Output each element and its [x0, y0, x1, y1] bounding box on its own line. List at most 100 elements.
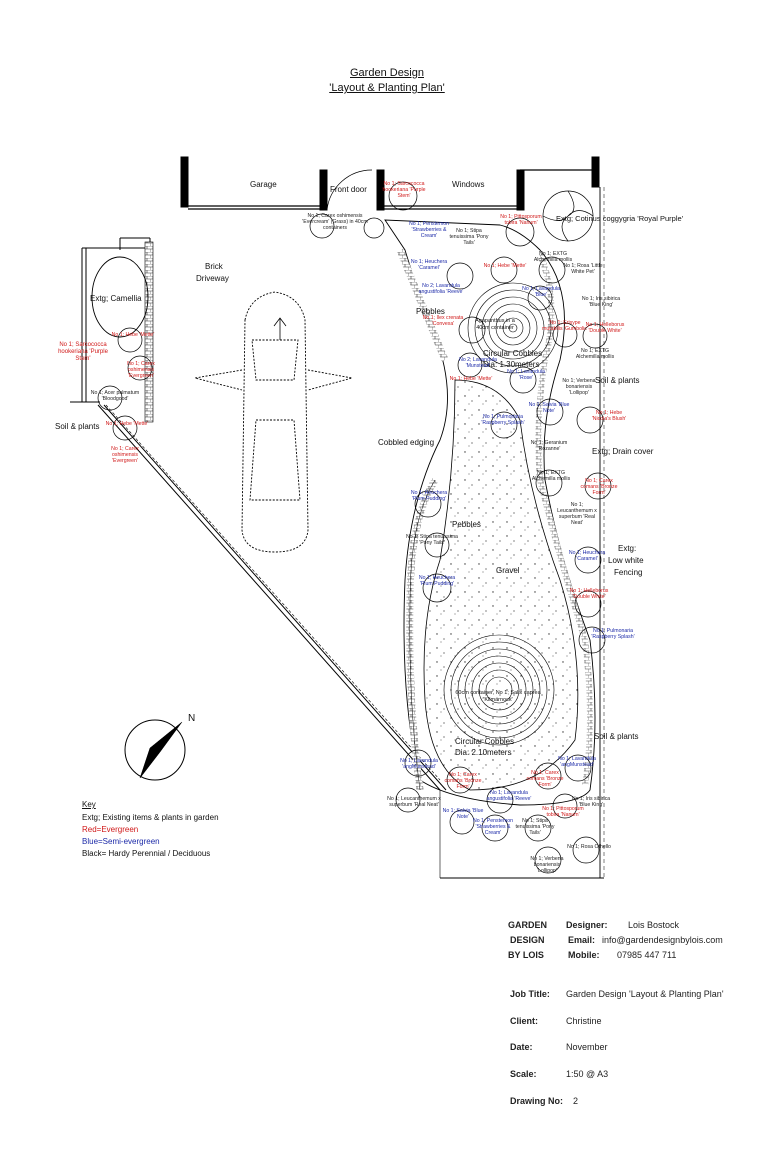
circular-cobbles-top: [467, 282, 559, 374]
plant-label-p42: No 1; Lavandula 'angMunstead': [558, 756, 596, 769]
client-value: Christine: [566, 1016, 602, 1026]
driveway-label: Driveway: [196, 274, 229, 283]
key-perennial: Black= Hardy Perennial / Deciduous: [82, 849, 211, 858]
car-outline: [194, 291, 353, 553]
plant-label-p24: No 1; Geranium 'Rozanne': [530, 440, 568, 453]
date-value: November: [566, 1042, 608, 1052]
email-label: Email:: [568, 935, 596, 945]
plant-label-p5: No 1; Pittosporum tobira 'Nanum': [500, 214, 542, 227]
plant-label-p43: No 1; Carex comans 'Bronze Form': [526, 770, 564, 789]
date-label: Date:: [510, 1042, 533, 1052]
cotinus-shape: [542, 190, 594, 242]
plant-label-p21: No 1; Salvia 'Blue Note': [528, 402, 570, 415]
plant-label-p8: No 1; EXTG Alchemilla mollis: [533, 251, 573, 264]
plant-label-p19: No 1; Lavandula 'Rose': [507, 369, 545, 382]
cobbled-edging-label: Cobbled edging: [378, 438, 435, 447]
fencing-label-3: Fencing: [614, 568, 643, 577]
plant-label-p28: No 1; Heuchera 'Plum Pudding': [410, 490, 448, 503]
circular-cobbles-bottom-label: Circular Cobbles: [455, 737, 515, 746]
brick-label: Brick: [205, 262, 223, 271]
plant-label-p2: No 1; Carex oshimensis 'Evercream' (Gras…: [302, 213, 368, 232]
client-label: Client:: [510, 1016, 538, 1026]
front-door-label: Front door: [330, 185, 367, 194]
camellia-shape: [91, 256, 149, 338]
plant-label-p38: No 1; Hebe 'Mette': [105, 421, 149, 427]
circular-cobbles-top-diameter: Dia: 1.30meters: [483, 360, 540, 369]
plant-label-p50: No 1; Stipa tenuissima 'Pony Tails': [515, 818, 555, 837]
scale-value: 1:50 @ A3: [566, 1069, 609, 1079]
car-direction-arrow: [273, 317, 287, 340]
plant-label-p7: No 1; Hebe 'Mette': [483, 263, 527, 269]
brand-line-3: BY LOIS: [508, 950, 544, 960]
soil-plants-left-label: Soil & plants: [55, 422, 100, 431]
garage-label: Garage: [250, 180, 277, 189]
plant-label-p40: No 1; Lavandula 'angMunstead': [400, 758, 438, 771]
job-title-label: Job Title:: [510, 989, 550, 999]
plant-label-p10: No 2; Lavandula angustifolia 'Reeve': [418, 283, 464, 296]
plant-label-p44: No 1; Iris sibirica 'Blue King': [571, 796, 611, 809]
north-arrow-graphic: [124, 719, 186, 781]
scale-label: Scale:: [510, 1069, 537, 1079]
plant-label-p13: No 1; Ilex crenata 'Convexa': [422, 315, 464, 328]
plant-label-p6: No 1; Heuchera 'Caramel': [410, 259, 448, 272]
plant-label-p11: No 1; Lavandula 'Blue': [522, 286, 560, 299]
drawing-no-value: 2: [573, 1096, 579, 1106]
drawing-no-label: Drawing No:: [510, 1096, 563, 1106]
pebbles-top-label: Pebbles: [416, 307, 445, 316]
plant-label-p15: No 1; Helleborus 'Double White': [585, 322, 625, 335]
mobile-label: Mobile:: [568, 950, 600, 960]
plant-label-p16: No 2; Lavandula 'Munstead': [459, 357, 497, 370]
plant-label-p3: No 1; Penstemon 'Strawberries & Cream': [408, 221, 450, 240]
soil-plants-right-bottom-label: Soil & plants: [594, 732, 639, 741]
designer-label: Designer:: [566, 920, 608, 930]
plant-label-p1: No 1; Sarcococca hookeriana 'Purple Stem…: [382, 181, 426, 200]
plant-label-p18: No 1; Hebe 'Mette': [449, 376, 493, 382]
drain-cover-label: Extg; Drain cover: [592, 447, 654, 456]
plant-label-p26: No 1; Carex comans 'Bronze Form': [580, 478, 618, 497]
designer-value: Lois Bostock: [628, 920, 680, 930]
agapanthus-container-label: Agapanthus in a 40cm container: [475, 318, 515, 331]
fencing-label-1: Extg:: [618, 544, 637, 553]
camellia-label: Extg; Camellia: [90, 294, 142, 303]
north-label: N: [188, 713, 196, 724]
windows-label: Windows: [452, 180, 485, 189]
plant-label-p22: No 1; Hebe 'Nicola's Blush': [591, 410, 627, 423]
key-heading: Key: [82, 800, 96, 809]
key-existing: Extg; Existing items & plants in garden: [82, 813, 219, 822]
circular-cobbles-bottom-diameter: Dia: 2.10meters: [455, 748, 512, 757]
key-evergreen: Red=Evergreen: [82, 825, 139, 834]
plant-label-p34: No 1; Sarcococca hookeriana 'Purple Stem…: [58, 342, 108, 362]
soil-plants-right-top-label: Soil & plants: [595, 376, 640, 385]
brand-line-1: GARDEN: [508, 920, 548, 930]
plant-label-p39: No 1; Carex oshimensis 'Evergreen': [111, 446, 139, 465]
left-boundary: [70, 237, 447, 791]
plant-label-p47: No 1; Leucanthemum x superbum 'Real Neat…: [387, 796, 441, 809]
plant-label-p4: No 1; Stipa tenuissima 'Pony Tails': [449, 228, 489, 247]
plan-subtitle: 'Layout & Planting Plan': [329, 82, 445, 94]
plan-title: Garden Design: [350, 67, 424, 79]
plant-label-p48: No 1; Salvia 'Blue Note': [442, 808, 484, 821]
plant-label-p25: No 1; EXTG Alchemilla mollis: [531, 470, 571, 483]
job-title-value: Garden Design 'Layout & Planting Plan': [566, 989, 724, 999]
email-value: info@gardendesignbylois.com: [602, 935, 723, 945]
circular-cobbles-bottom: [443, 634, 555, 746]
plant-label-p52: No 1; Verbena bonariensis 'Lollipop': [530, 856, 564, 875]
gravel-label: Gravel: [496, 566, 520, 575]
plant-label-p12: No 1; Iris sibirica 'Blue King': [581, 296, 621, 309]
plant-label-p14: No 1; Erisype mutabilis 'Gumbolic': [542, 320, 588, 333]
salix-container-label: 60cm container, No 1; Salix caprea 'Kilm…: [455, 690, 541, 703]
gravel-area: [423, 379, 579, 791]
mobile-value: 07985 447 711: [617, 950, 677, 960]
key-semi-evergreen: Blue=Semi-evergreen: [82, 837, 160, 846]
planting-bed-outline: [384, 219, 596, 806]
circular-cobbles-top-label: Circular Cobbles: [483, 349, 543, 358]
plant-label-p23: No 1; Pulmonaria 'Raspberry Splash': [481, 414, 525, 427]
plant-label-p29: No 1; Heuchera 'Caramel': [568, 550, 606, 563]
plant-label-p41: No 1; Carex comans 'Bronze Form': [444, 772, 482, 791]
plant-label-p30: No 1; Stipa tenuissima 'Pony Tails': [406, 534, 458, 547]
brand-line-2: DESIGN: [510, 935, 545, 945]
plant-label-p20: No 1; Verbena bonariensis 'Lollipop': [562, 378, 596, 397]
plant-label-p49: No 1; Penstemon 'Strawberries & Cream': [472, 818, 514, 837]
cotinus-label: Extg; Cotinus coggygria 'Royal Purple': [556, 214, 684, 223]
